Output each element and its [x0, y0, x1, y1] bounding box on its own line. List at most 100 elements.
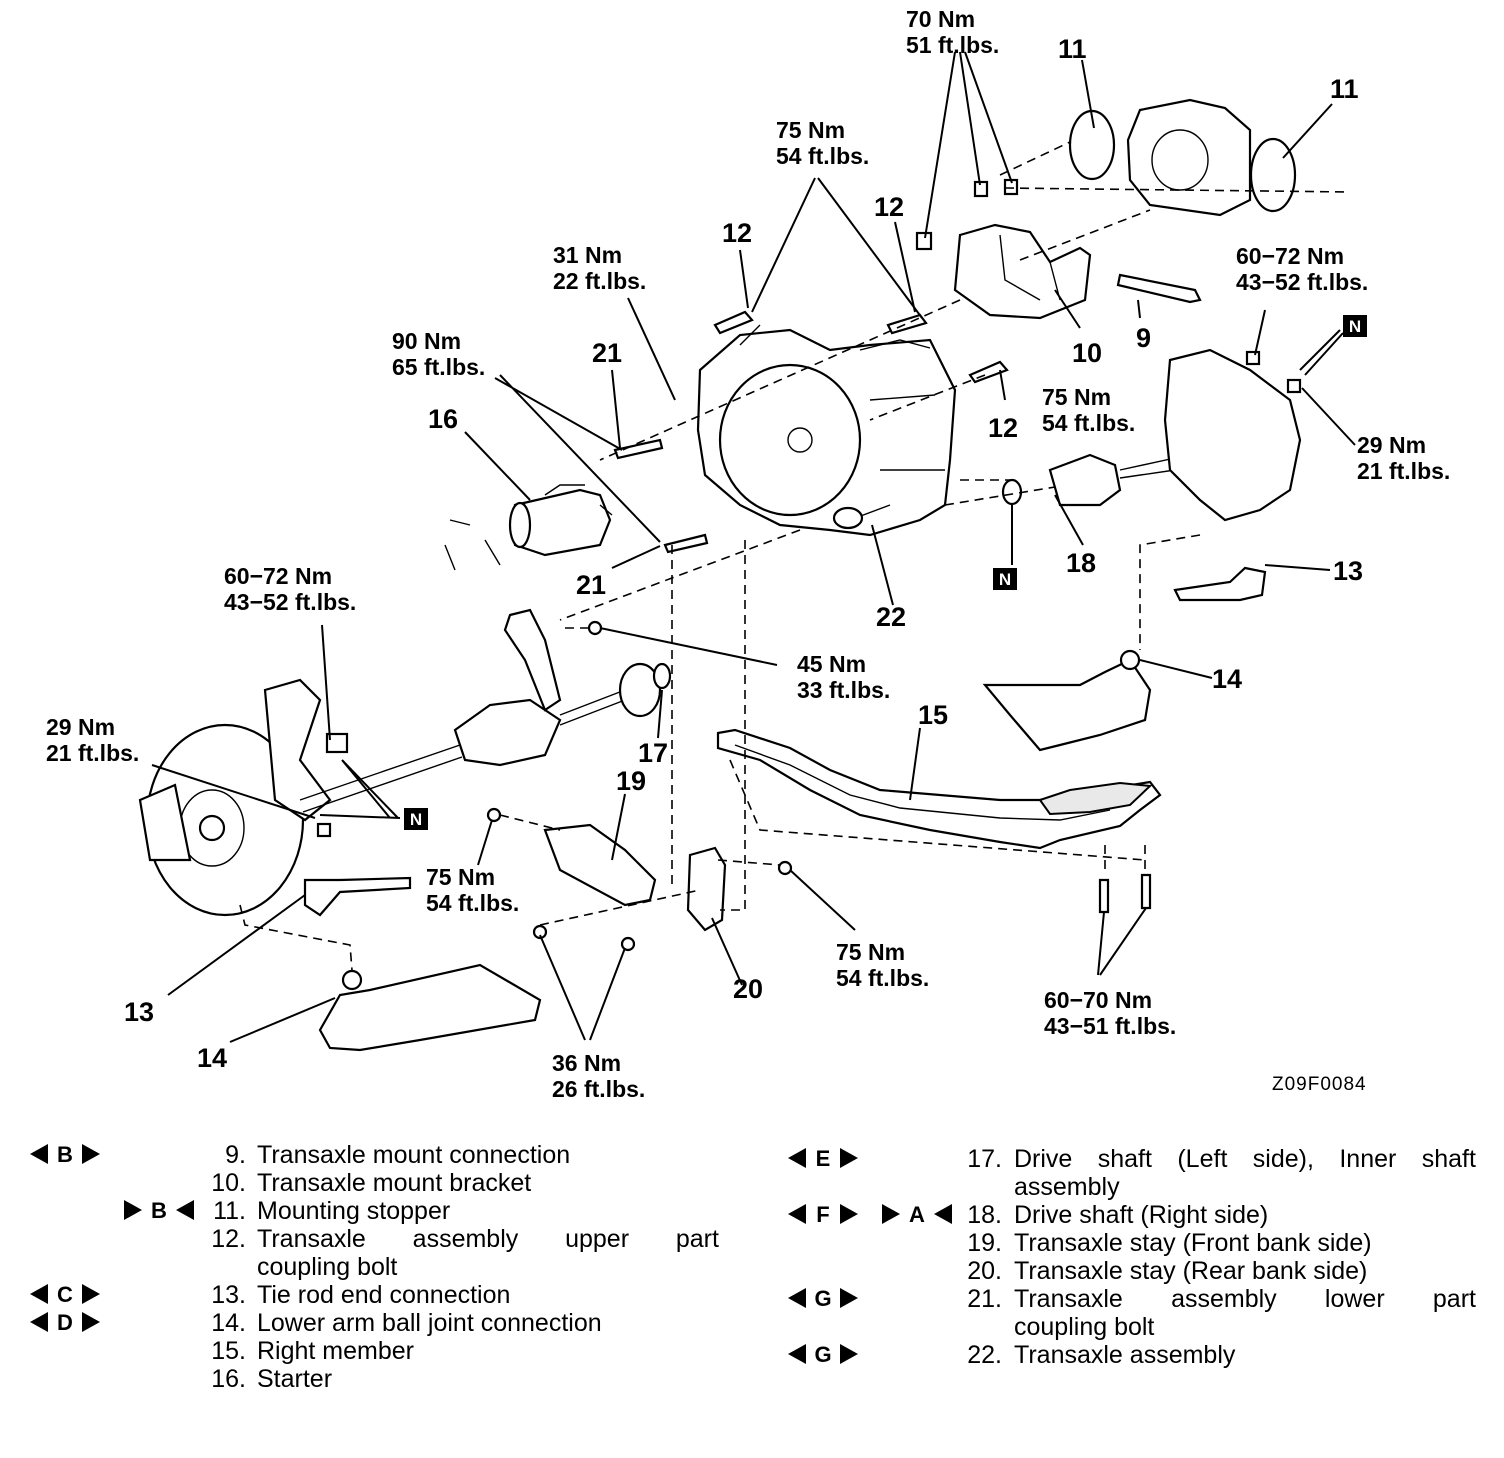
removal-mark-g: G [786, 1341, 860, 1367]
leader-lines [151, 51, 1356, 1043]
callout-12-side: 12 [988, 413, 1018, 443]
legend-text: Transaxle assembly [1014, 1341, 1236, 1369]
legend-text: Starter [257, 1365, 333, 1393]
lower-arm-parts [318, 649, 1152, 1052]
callout-22: 22 [876, 602, 906, 632]
svg-text:60−72 Nm: 60−72 Nm [224, 563, 332, 589]
legend-number: 12. [211, 1225, 246, 1253]
svg-text:29 Nm: 29 Nm [1357, 432, 1426, 458]
callout-19: 19 [616, 766, 646, 796]
legend-text: Transaxle mount connection [257, 1141, 571, 1169]
callout-12-top-right: 12 [874, 192, 904, 222]
legend-number: 18. [967, 1201, 1002, 1229]
torque-label-lower-coupling-bolts: 90 Nm 65 ft.lbs. [392, 328, 485, 380]
callout-15: 15 [918, 700, 948, 730]
legend-number: 10. [211, 1169, 246, 1197]
torque-label-rear-stay: 75 Nm 54 ft.lbs. [836, 939, 929, 991]
legend-item: 16. Starter [0, 1365, 1504, 1393]
legend-item: 15.Right member [0, 1337, 1504, 1365]
callout-12-top-left: 12 [722, 218, 752, 248]
legend-item: 20. Transaxle stay (Rear bank side) [0, 1257, 1504, 1285]
svg-text:54 ft.lbs.: 54 ft.lbs. [836, 965, 929, 991]
callout-13-left: 13 [124, 997, 154, 1027]
svg-text:70 Nm: 70 Nm [906, 6, 975, 32]
svg-text:G: G [814, 1286, 831, 1311]
legend-number: 21. [967, 1285, 1002, 1313]
svg-text:54 ft.lbs.: 54 ft.lbs. [776, 143, 869, 169]
figure-code: Z09F0084 [1272, 1074, 1367, 1095]
install-mark-a: A [880, 1201, 954, 1227]
callout-16: 16 [428, 404, 458, 434]
svg-text:36 Nm: 36 Nm [552, 1050, 621, 1076]
svg-text:N: N [999, 570, 1011, 589]
svg-text:C: C [57, 1282, 73, 1307]
svg-text:75 Nm: 75 Nm [1042, 384, 1111, 410]
svg-text:21 ft.lbs.: 21 ft.lbs. [46, 740, 139, 766]
removal-mark-f: F [786, 1201, 860, 1227]
svg-text:G: G [814, 1342, 831, 1367]
torque-label-stay-bolts: 36 Nm 26 ft.lbs. [552, 1050, 645, 1100]
starter-part [444, 484, 613, 571]
right-member-part [716, 728, 1162, 850]
n-mark-right-circlip: N [993, 568, 1017, 590]
bolts [316, 178, 1302, 952]
callout-21-lower: 21 [576, 570, 606, 600]
legend-item: 19. Transaxle stay (Front bank side) [0, 1229, 1504, 1257]
legend-number: 17. [967, 1145, 1002, 1173]
callout-14-left: 14 [197, 1043, 227, 1073]
svg-text:26 ft.lbs.: 26 ft.lbs. [552, 1076, 645, 1100]
legend-text: Transaxle stay (Front bank side) [1014, 1229, 1372, 1257]
legend-text: Mounting stopper [257, 1197, 451, 1225]
torque-label-side-bolt: 75 Nm 54 ft.lbs. [1042, 384, 1135, 436]
legend-number: 11. [213, 1197, 246, 1225]
svg-text:43−51 ft.lbs.: 43−51 ft.lbs. [1044, 1013, 1176, 1039]
svg-text:65 ft.lbs.: 65 ft.lbs. [392, 354, 485, 380]
legend-text: Transaxle mount bracket [257, 1169, 532, 1197]
legend-number: 16. [211, 1365, 246, 1393]
removal-mark-b: B [28, 1141, 102, 1167]
tie-rod-end-parts [303, 566, 1267, 917]
torque-label-starter-bolt: 31 Nm 22 ft.lbs. [553, 242, 646, 294]
legend-number: 15. [211, 1337, 246, 1365]
torque-label-center-bearing: 45 Nm 33 ft.lbs. [797, 651, 890, 703]
torque-label-member-bolts: 60−70 Nm 43−51 ft.lbs. [1044, 987, 1176, 1039]
torque-label-left-ball-joint: 60−72 Nm 43−52 ft.lbs. [224, 563, 356, 615]
torque-label-upper-coupling-bolts: 75 Nm 54 ft.lbs. [776, 117, 869, 169]
svg-text:31 Nm: 31 Nm [553, 242, 622, 268]
callout-11-left: 11 [1058, 34, 1087, 64]
n-mark-left-locknut: N [404, 808, 428, 830]
callout-21-upper: 21 [592, 338, 622, 368]
legend-number: 13. [211, 1281, 246, 1309]
callout-10: 10 [1072, 338, 1102, 368]
transaxle-assembly-part [696, 324, 957, 537]
torque-label-mount-bolts: 70 Nm 51 ft.lbs. [906, 6, 999, 58]
svg-text:51 ft.lbs.: 51 ft.lbs. [906, 32, 999, 58]
callout-17: 17 [638, 738, 668, 768]
legend-text: Transaxle stay (Rear bank side) [1014, 1257, 1368, 1285]
callout-9: 9 [1136, 323, 1151, 353]
removal-mark-d: D [28, 1309, 102, 1335]
svg-text:43−52 ft.lbs.: 43−52 ft.lbs. [1236, 269, 1368, 295]
svg-text:22 ft.lbs.: 22 ft.lbs. [553, 268, 646, 294]
torque-label-right-tie-rod: 29 Nm 21 ft.lbs. [1357, 432, 1450, 484]
legend-number: 19. [967, 1229, 1002, 1257]
svg-text:54 ft.lbs.: 54 ft.lbs. [1042, 410, 1135, 436]
exploded-view-diagram: N N N 70 Nm 51 ft.lbs. 75 Nm 54 ft.lbs. … [46, 6, 1450, 1100]
right-drive-shaft-part [1001, 348, 1302, 522]
legend-item: 10. Transaxle mount bracket [0, 1169, 1504, 1197]
transaxle-mount-bracket-part [953, 223, 1092, 320]
svg-text:54 ft.lbs.: 54 ft.lbs. [426, 890, 519, 916]
removal-mark-e: E [786, 1145, 860, 1171]
svg-text:43−52 ft.lbs.: 43−52 ft.lbs. [224, 589, 356, 615]
legend-number: 20. [967, 1257, 1002, 1285]
